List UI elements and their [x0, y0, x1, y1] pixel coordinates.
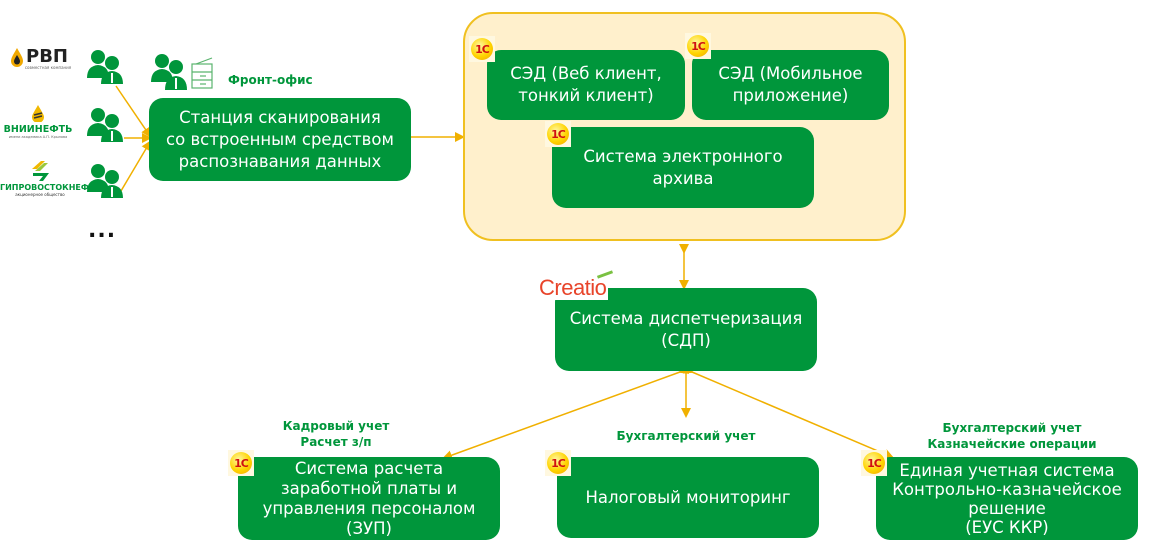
arrow-org1-to-scan — [115, 85, 152, 138]
vendor-1c-logo: 1С — [469, 36, 495, 62]
vendor-1c-logo: 1С — [685, 33, 711, 59]
org-subtitle: совместная компания — [24, 65, 72, 70]
accounting-treasury-label: Бухгалтерский учет Казначейские операции — [927, 421, 1097, 451]
onec-icon: 1С — [230, 452, 252, 474]
arrow-dispatch-eus — [682, 364, 894, 459]
tax-monitoring-box[interactable]: Налоговый мониторинг — [557, 457, 819, 538]
org-name: ГИПРОВОСТОКНЕФТЬ — [0, 183, 101, 192]
vendor-1c-logo: 1С — [228, 450, 254, 476]
vendor-1c-logo: 1С — [861, 450, 887, 476]
onec-icon: 1С — [547, 452, 569, 474]
users-with-scanner-icon — [151, 54, 213, 90]
accounting-label: Бухгалтерский учет — [616, 429, 756, 443]
edms-web-client-box[interactable]: СЭД (Веб клиент, тонкий клиент) — [487, 50, 685, 120]
org-name: ВНИИНЕФТЬ — [3, 124, 73, 135]
oil-drop-icon — [32, 105, 44, 123]
zup-box[interactable]: Система расчета заработной платы и управ… — [238, 457, 500, 540]
dispatch-system-box[interactable]: Система диспетчеризация (СДП) — [555, 288, 817, 371]
front-office-label: Фронт-офис — [228, 73, 313, 87]
onec-icon: 1С — [547, 123, 569, 145]
vendor-1c-logo: 1С — [545, 450, 571, 476]
onec-icon: 1С — [863, 452, 885, 474]
hr-payroll-label: Кадровый учет Расчет з/п — [282, 419, 390, 449]
arrow-org3-to-scan — [117, 140, 152, 197]
onec-icon: 1С — [471, 38, 493, 60]
creatio-wordmark: Creatio — [539, 275, 607, 300]
electronic-archive-box[interactable]: Система электронного архива — [552, 127, 814, 208]
org-subtitle: имени академика А.П. Крылова — [8, 135, 68, 139]
org-subtitle: акционерное общество — [15, 192, 65, 197]
edms-mobile-box[interactable]: СЭД (Мобильное приложение) — [692, 50, 889, 120]
users-icon — [87, 108, 123, 142]
logo-giprovostokneft: ГИПРОВОСТОКНЕФТЬ акционерное общество — [0, 160, 101, 197]
scanning-station-box[interactable]: Станция сканирования со встроенным средс… — [149, 98, 411, 181]
org-name: РВП — [26, 46, 68, 67]
eus-kkr-box[interactable]: Единая учетная система Контрольно-казнач… — [876, 457, 1138, 540]
arrow-dispatch-zup — [442, 364, 690, 460]
more-organizations: ... — [88, 218, 117, 243]
logo-rvp: РВП совместная компания — [4, 46, 74, 70]
vendor-creatio-logo: Creatio — [537, 270, 614, 300]
users-icon — [87, 50, 123, 84]
gvn-emblem-icon — [32, 161, 49, 181]
users-icon — [87, 164, 123, 198]
oil-drop-icon — [11, 47, 23, 67]
logo-vniineft: ВНИИНЕФТЬ имени академика А.П. Крылова — [2, 104, 74, 139]
onec-icon: 1С — [687, 35, 709, 57]
vendor-1c-logo: 1С — [545, 121, 571, 147]
